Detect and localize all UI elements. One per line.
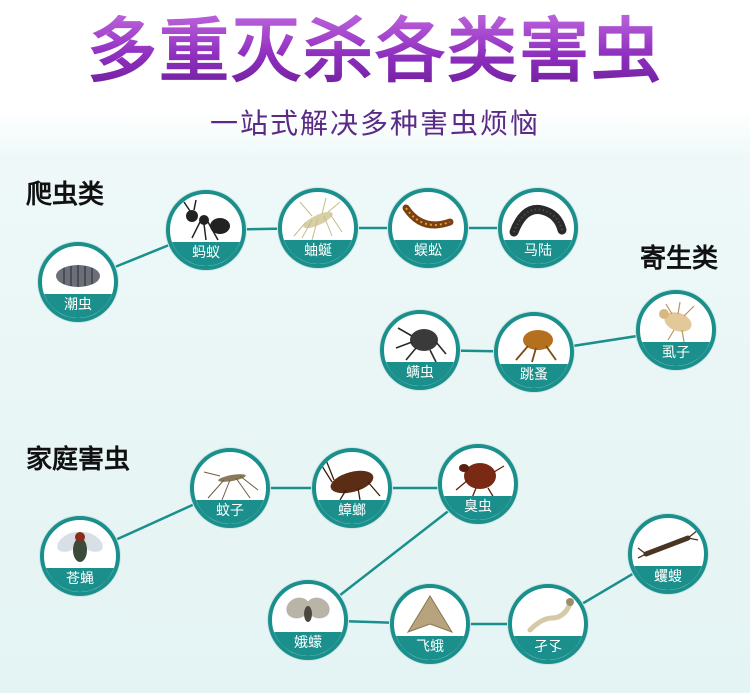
insect-label: 飞蛾 — [394, 636, 466, 660]
category-crawling-label: 爬虫类 — [26, 180, 105, 210]
larva-icon — [527, 598, 574, 633]
insect-silverfish: 蚰蜒 — [278, 188, 358, 268]
insect-label: 苍蝇 — [44, 568, 116, 592]
cockroach-icon — [321, 459, 381, 501]
insect-larva: 孑孓 — [508, 584, 588, 664]
category-parasites-label: 寄生类 — [640, 244, 719, 274]
insect-label: 蟑螂 — [316, 500, 388, 524]
millipede-icon — [509, 204, 567, 237]
insect-label: 跳蚤 — [498, 364, 570, 388]
insect-moth: 飞蛾 — [390, 584, 470, 664]
mosquito-icon — [203, 471, 259, 501]
flea-icon — [515, 330, 557, 363]
louse-icon — [659, 301, 695, 343]
centipede-icon — [402, 204, 454, 229]
insect-label: 蚰蜒 — [282, 240, 354, 264]
insect-label: 臭虫 — [442, 496, 514, 520]
insect-bedbug: 臭虫 — [438, 444, 518, 524]
insect-fly: 苍蝇 — [40, 516, 120, 596]
insect-label: 蜈蚣 — [392, 240, 464, 264]
insect-woodlouse: 潮虫 — [38, 242, 118, 322]
moth-icon — [406, 595, 454, 633]
ant-icon — [183, 199, 230, 241]
insect-cockroach: 蟑螂 — [312, 448, 392, 528]
insect-louse: 虱子 — [636, 290, 716, 370]
insect-label: 娥蠓 — [272, 632, 344, 656]
insect-label: 孑孓 — [512, 636, 584, 660]
moth-fly-icon — [286, 597, 330, 622]
insect-earwig: 蠼螋 — [628, 514, 708, 594]
insect-centipede: 蜈蚣 — [388, 188, 468, 268]
insect-label: 蠼螋 — [632, 566, 704, 590]
insect-moth-fly: 娥蠓 — [268, 580, 348, 660]
house-centipede-icon — [293, 197, 343, 241]
page-title: 多重灭杀各类害虫 — [0, 8, 750, 94]
bedbug-icon — [455, 463, 505, 499]
insect-ant: 蚂蚁 — [166, 190, 246, 270]
insect-mite: 螨虫 — [380, 310, 460, 390]
fly-icon — [57, 532, 103, 562]
insect-millipede: 马陆 — [498, 188, 578, 268]
category-household-label: 家庭害虫 — [26, 445, 131, 475]
insect-label: 马陆 — [502, 240, 574, 264]
woodlouse-icon — [56, 265, 100, 287]
insect-label: 潮虫 — [42, 294, 114, 318]
insect-label: 螨虫 — [384, 362, 456, 386]
insect-label: 虱子 — [640, 342, 712, 366]
earwig-icon — [637, 529, 699, 559]
page-subtitle: 一站式解决多种害虫烦恼 — [209, 107, 540, 140]
insect-mosquito: 蚊子 — [190, 448, 270, 528]
insect-label: 蚊子 — [194, 500, 266, 524]
mite-icon — [395, 327, 447, 363]
insect-flea: 跳蚤 — [494, 312, 574, 392]
insect-label: 蚂蚁 — [170, 242, 242, 266]
